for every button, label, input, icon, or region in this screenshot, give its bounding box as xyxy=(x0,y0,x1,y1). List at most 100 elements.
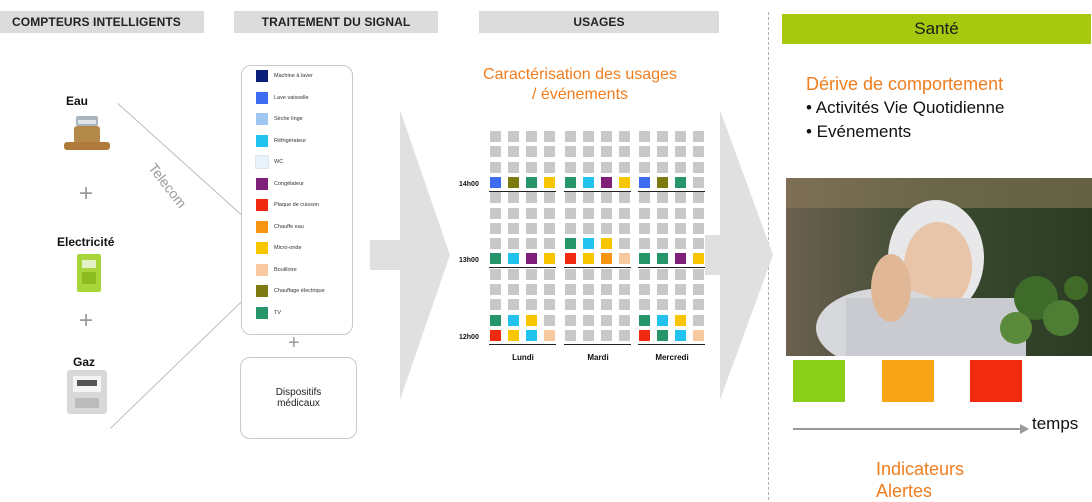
usage-cell xyxy=(693,161,704,173)
usage-cell xyxy=(565,176,576,188)
usage-cell xyxy=(583,207,594,219)
legend-label: Sèche linge xyxy=(274,116,303,122)
usage-cell xyxy=(544,131,555,142)
legend-swatch xyxy=(256,263,268,276)
usage-cell xyxy=(693,131,704,142)
usage-cell xyxy=(526,161,537,173)
usage-cell xyxy=(508,238,519,250)
usage-cell xyxy=(619,284,630,295)
legend-swatch xyxy=(256,242,268,254)
time-axis xyxy=(793,428,1023,430)
gas-meter-icon xyxy=(67,370,107,414)
usage-cell xyxy=(490,146,501,158)
time-separator xyxy=(564,343,631,345)
usage-cell xyxy=(490,161,501,173)
usage-cell xyxy=(639,192,650,204)
usage-cell xyxy=(490,268,501,280)
usage-cell xyxy=(619,238,630,250)
usage-cell xyxy=(583,161,594,173)
legend-swatch xyxy=(256,285,268,297)
usage-cell xyxy=(583,314,594,326)
usage-cell xyxy=(675,284,686,295)
bullet-item: • Activités Vie Quotidienne xyxy=(806,98,1005,117)
usage-cell xyxy=(490,192,501,204)
water-meter-icon xyxy=(64,116,110,150)
usage-cell xyxy=(583,146,594,158)
legend-label: WC xyxy=(274,159,284,165)
usage-cell xyxy=(526,146,537,158)
usage-cell xyxy=(601,207,612,219)
usage-cell xyxy=(675,314,686,326)
usage-cell xyxy=(657,176,668,188)
usage-cell xyxy=(675,176,686,188)
usage-cell xyxy=(657,268,668,280)
header-sante: Santé xyxy=(782,14,1091,44)
usage-cell xyxy=(526,176,537,188)
usage-cell xyxy=(583,284,594,295)
legend-swatch xyxy=(256,177,268,190)
time-label: 12h00 xyxy=(459,333,479,341)
usage-cell xyxy=(639,161,650,173)
legend-label: Bouilloire xyxy=(274,266,297,273)
usage-cell xyxy=(693,299,704,311)
usage-cell xyxy=(508,284,519,295)
usage-cell xyxy=(601,284,612,295)
legend-item: Machine à laver xyxy=(256,70,313,82)
usage-cell xyxy=(565,253,576,265)
legend-label: TV xyxy=(274,309,282,316)
usage-cell xyxy=(526,299,537,311)
usage-cell xyxy=(657,284,668,295)
time-separator xyxy=(564,267,631,269)
time-axis-label: temps xyxy=(1032,414,1079,433)
usage-cell xyxy=(526,253,537,265)
usage-cell xyxy=(657,207,668,219)
usage-title-line: Caractérisation des usages xyxy=(483,66,677,83)
header-compteurs: COMPTEURS INTELLIGENTS xyxy=(0,11,204,33)
usage-cell xyxy=(508,299,519,311)
usage-cell xyxy=(508,146,519,158)
usage-cell xyxy=(526,222,537,234)
time-separator xyxy=(638,190,705,192)
usage-cell xyxy=(639,207,650,219)
usage-cell xyxy=(675,253,686,265)
usage-cell xyxy=(508,222,519,234)
usage-cell xyxy=(544,314,555,326)
usage-cell xyxy=(675,222,686,234)
usage-cell xyxy=(490,253,501,265)
legend-item: Plaque de cuisson xyxy=(256,199,319,211)
usage-cell xyxy=(565,299,576,311)
usage-cell xyxy=(657,161,668,173)
usage-cell xyxy=(639,268,650,280)
usage-cell xyxy=(526,207,537,219)
usage-cell xyxy=(639,131,650,142)
usage-cell xyxy=(657,192,668,204)
usage-cell xyxy=(490,131,501,142)
usage-cell xyxy=(639,146,650,158)
usage-cell xyxy=(526,284,537,295)
usage-cell xyxy=(544,238,555,250)
usage-cell xyxy=(601,222,612,234)
legend-swatch xyxy=(256,134,268,147)
usage-cell xyxy=(693,192,704,204)
usage-cell xyxy=(583,238,594,250)
usage-cell xyxy=(490,238,501,250)
time-separator xyxy=(489,267,556,269)
usage-cell xyxy=(583,253,594,265)
usage-cell xyxy=(693,176,704,188)
usage-cell xyxy=(544,192,555,204)
usage-cell xyxy=(583,176,594,188)
usage-cell xyxy=(544,329,555,341)
meter-label-eau: Eau xyxy=(66,94,89,108)
usage-cell xyxy=(619,176,630,188)
legend-swatch xyxy=(256,220,268,233)
usage-cell xyxy=(508,253,519,265)
usage-cell xyxy=(619,222,630,234)
usage-cell xyxy=(601,253,612,265)
legend-swatch xyxy=(256,91,268,104)
usage-cell xyxy=(583,299,594,311)
usage-cell xyxy=(619,131,630,142)
usage-cell xyxy=(657,253,668,265)
usage-cell xyxy=(508,131,519,142)
usage-cell xyxy=(693,253,704,265)
legend-label: Chauffe eau xyxy=(274,223,304,230)
